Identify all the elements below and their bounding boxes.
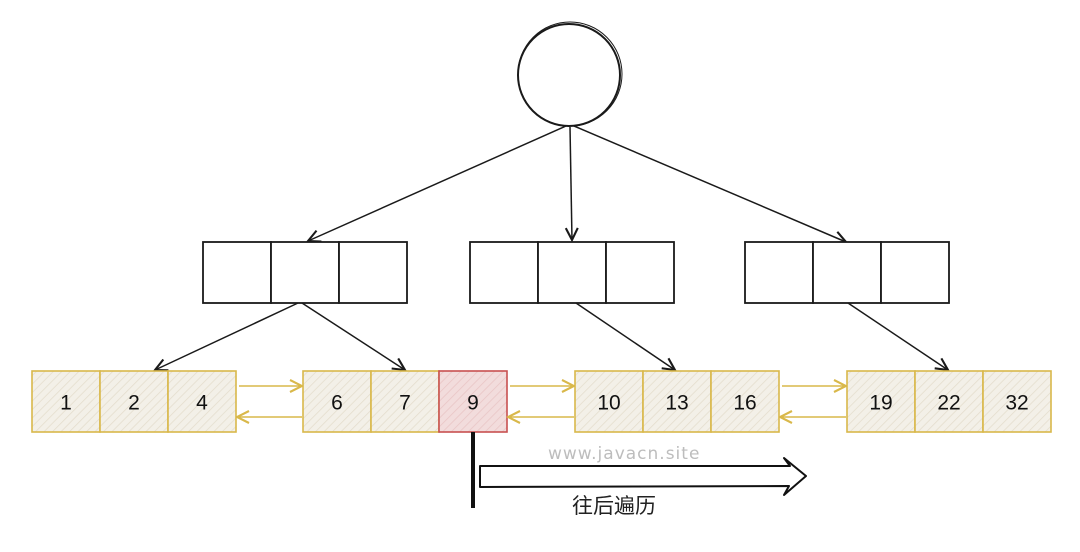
internal-node <box>202 241 408 304</box>
key-slot <box>338 241 408 304</box>
leaf-node: 19 22 32 <box>846 370 1052 433</box>
key-slot <box>270 241 340 304</box>
leaf-key-cell <box>914 370 984 433</box>
leaf-key-cell <box>370 370 440 433</box>
leaf-key-value: 6 <box>331 392 343 415</box>
leaf-key-value: 32 <box>1005 392 1028 415</box>
watermark: www.javacn.site <box>548 444 700 464</box>
leaf-key-value: 16 <box>733 392 756 415</box>
internal-node <box>469 241 675 304</box>
leaf-key-value: 2 <box>128 392 140 415</box>
leaf-links <box>237 386 846 417</box>
edge-arrow <box>570 126 572 240</box>
internal-node <box>744 241 950 304</box>
leaf-key-value: 13 <box>665 392 688 415</box>
internal-edges <box>155 302 948 370</box>
leaf-key-cell <box>99 370 169 433</box>
leaf-key-cell <box>167 370 237 433</box>
leaf-key-cell <box>642 370 712 433</box>
leaf-key-cell <box>31 370 101 433</box>
root-edges <box>308 125 846 242</box>
key-slot <box>744 241 814 304</box>
key-slot <box>880 241 950 304</box>
internal-nodes <box>202 241 950 304</box>
traverse-arrow-icon <box>479 457 807 496</box>
leaf-key-value: 7 <box>399 392 411 415</box>
leaf-key-value: 4 <box>196 392 208 415</box>
leaf-key-cell <box>574 370 644 433</box>
key-slot <box>202 241 272 304</box>
root-node <box>517 21 623 127</box>
leaf-node-highlighted: 9 <box>438 370 508 433</box>
leaf-node: 1 2 4 <box>31 370 237 433</box>
leaf-key-cell <box>710 370 780 433</box>
leaf-key-cell <box>982 370 1052 433</box>
key-slot <box>605 241 675 304</box>
leaf-key-value: 19 <box>869 392 892 415</box>
leaf-node: 10 13 16 <box>574 370 780 433</box>
leaf-key-cell <box>302 370 372 433</box>
key-slot <box>469 241 539 304</box>
edge-arrow <box>308 125 567 241</box>
edge-arrow <box>575 302 675 370</box>
traverse-label: 往后遍历 <box>572 494 656 518</box>
leaf-key-value: 22 <box>937 392 960 415</box>
leaf-key-value: 9 <box>467 392 479 415</box>
leaf-key-value: 1 <box>60 392 72 415</box>
key-slot <box>812 241 882 304</box>
edge-arrow <box>301 302 405 370</box>
leaf-key-value: 10 <box>597 392 620 415</box>
edge-arrow <box>847 302 948 370</box>
key-slot <box>537 241 607 304</box>
edge-arrow <box>155 302 299 370</box>
edge-arrow <box>573 125 846 242</box>
